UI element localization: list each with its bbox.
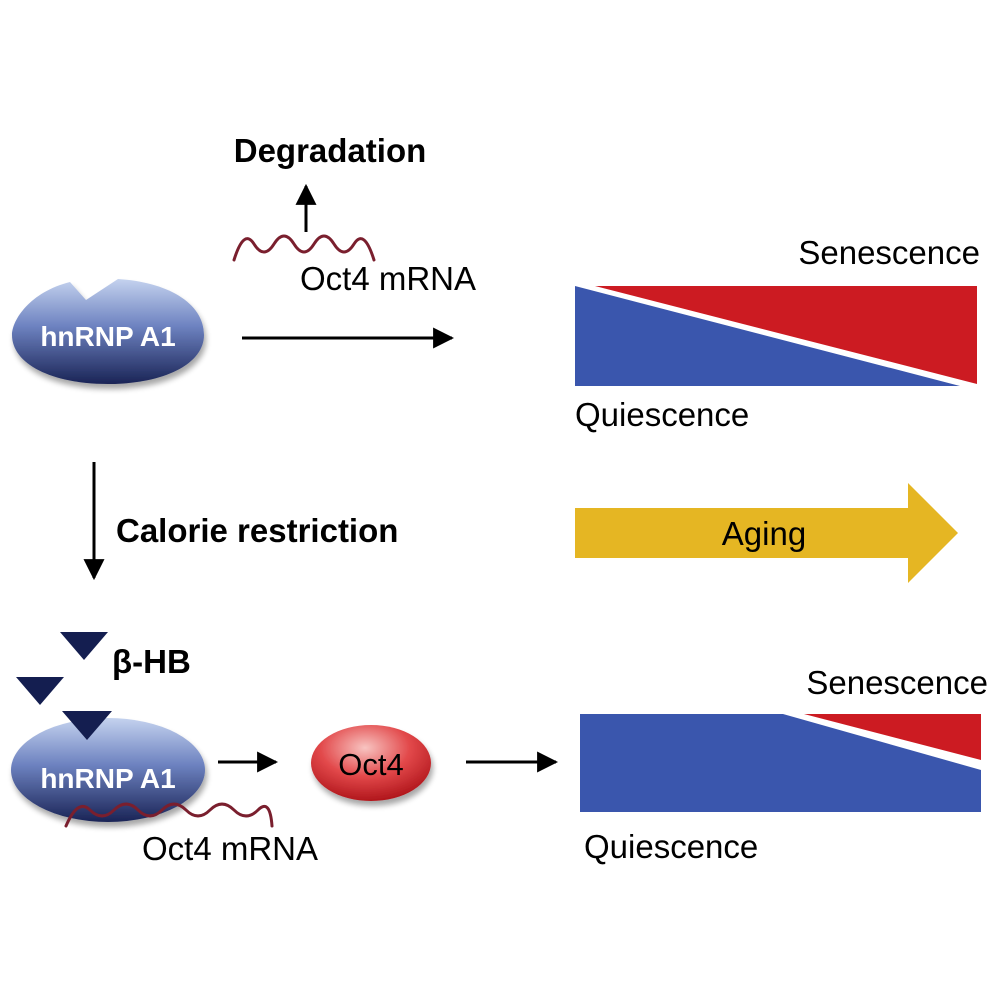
mrna-wave-top [232, 234, 376, 262]
mrna-wave-bottom [64, 802, 274, 828]
quiescence-label-top: Quiescence [575, 396, 749, 433]
beta-hb-label: β-HB [112, 643, 191, 680]
senescence-wedge-top [595, 286, 977, 384]
beta-hb-triangle-bound [62, 711, 112, 740]
hnrnp-a1-protein-bottom [11, 718, 205, 822]
senescence-wedge-bottom [804, 714, 981, 760]
mrna-label-bottom: Oct4 mRNA [142, 830, 318, 867]
oct4-protein [311, 725, 431, 801]
hnrnp-label-top: hnRNP A1 [40, 321, 175, 352]
aging-arrow [575, 483, 958, 583]
aging-label: Aging [722, 515, 806, 552]
oct4-label: Oct4 [338, 747, 403, 782]
beta-hb-triangle-1 [60, 632, 108, 660]
senescence-label-top: Senescence [798, 234, 980, 271]
quiescence-wedge-top [575, 286, 960, 386]
hnrnp-a1-protein-top [12, 279, 204, 384]
senescence-label-bottom: Senescence [806, 664, 988, 701]
calorie-restriction-label: Calorie restriction [116, 512, 398, 549]
degradation-label: Degradation [234, 132, 427, 169]
hnrnp-label-bottom: hnRNP A1 [40, 763, 175, 794]
quiescence-wedge-bottom [580, 714, 981, 812]
quiescence-label-bottom: Quiescence [584, 828, 758, 865]
mrna-label-top: Oct4 mRNA [300, 260, 476, 297]
beta-hb-triangle-2 [16, 677, 64, 705]
